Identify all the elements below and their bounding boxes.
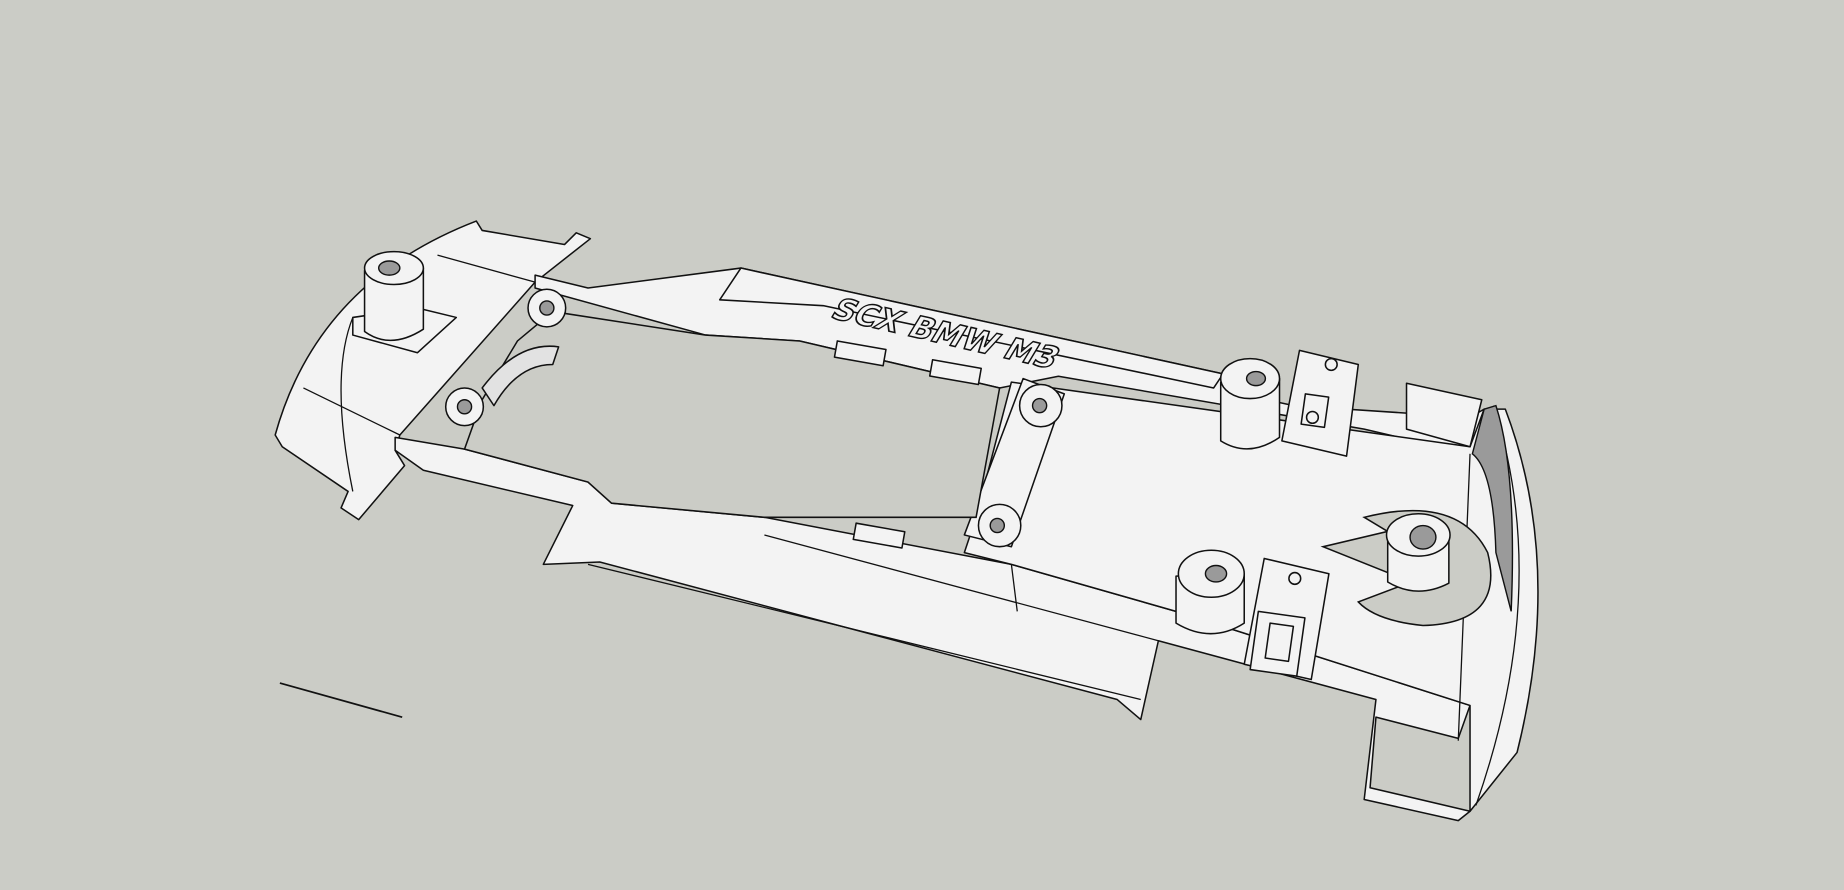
axis-line xyxy=(279,682,403,719)
guide-pivot xyxy=(1320,509,1492,627)
rear-post-bottom xyxy=(1175,549,1330,681)
front-post xyxy=(352,250,458,354)
chassis-cutout xyxy=(444,288,1063,549)
rear-post-top xyxy=(1219,349,1360,457)
